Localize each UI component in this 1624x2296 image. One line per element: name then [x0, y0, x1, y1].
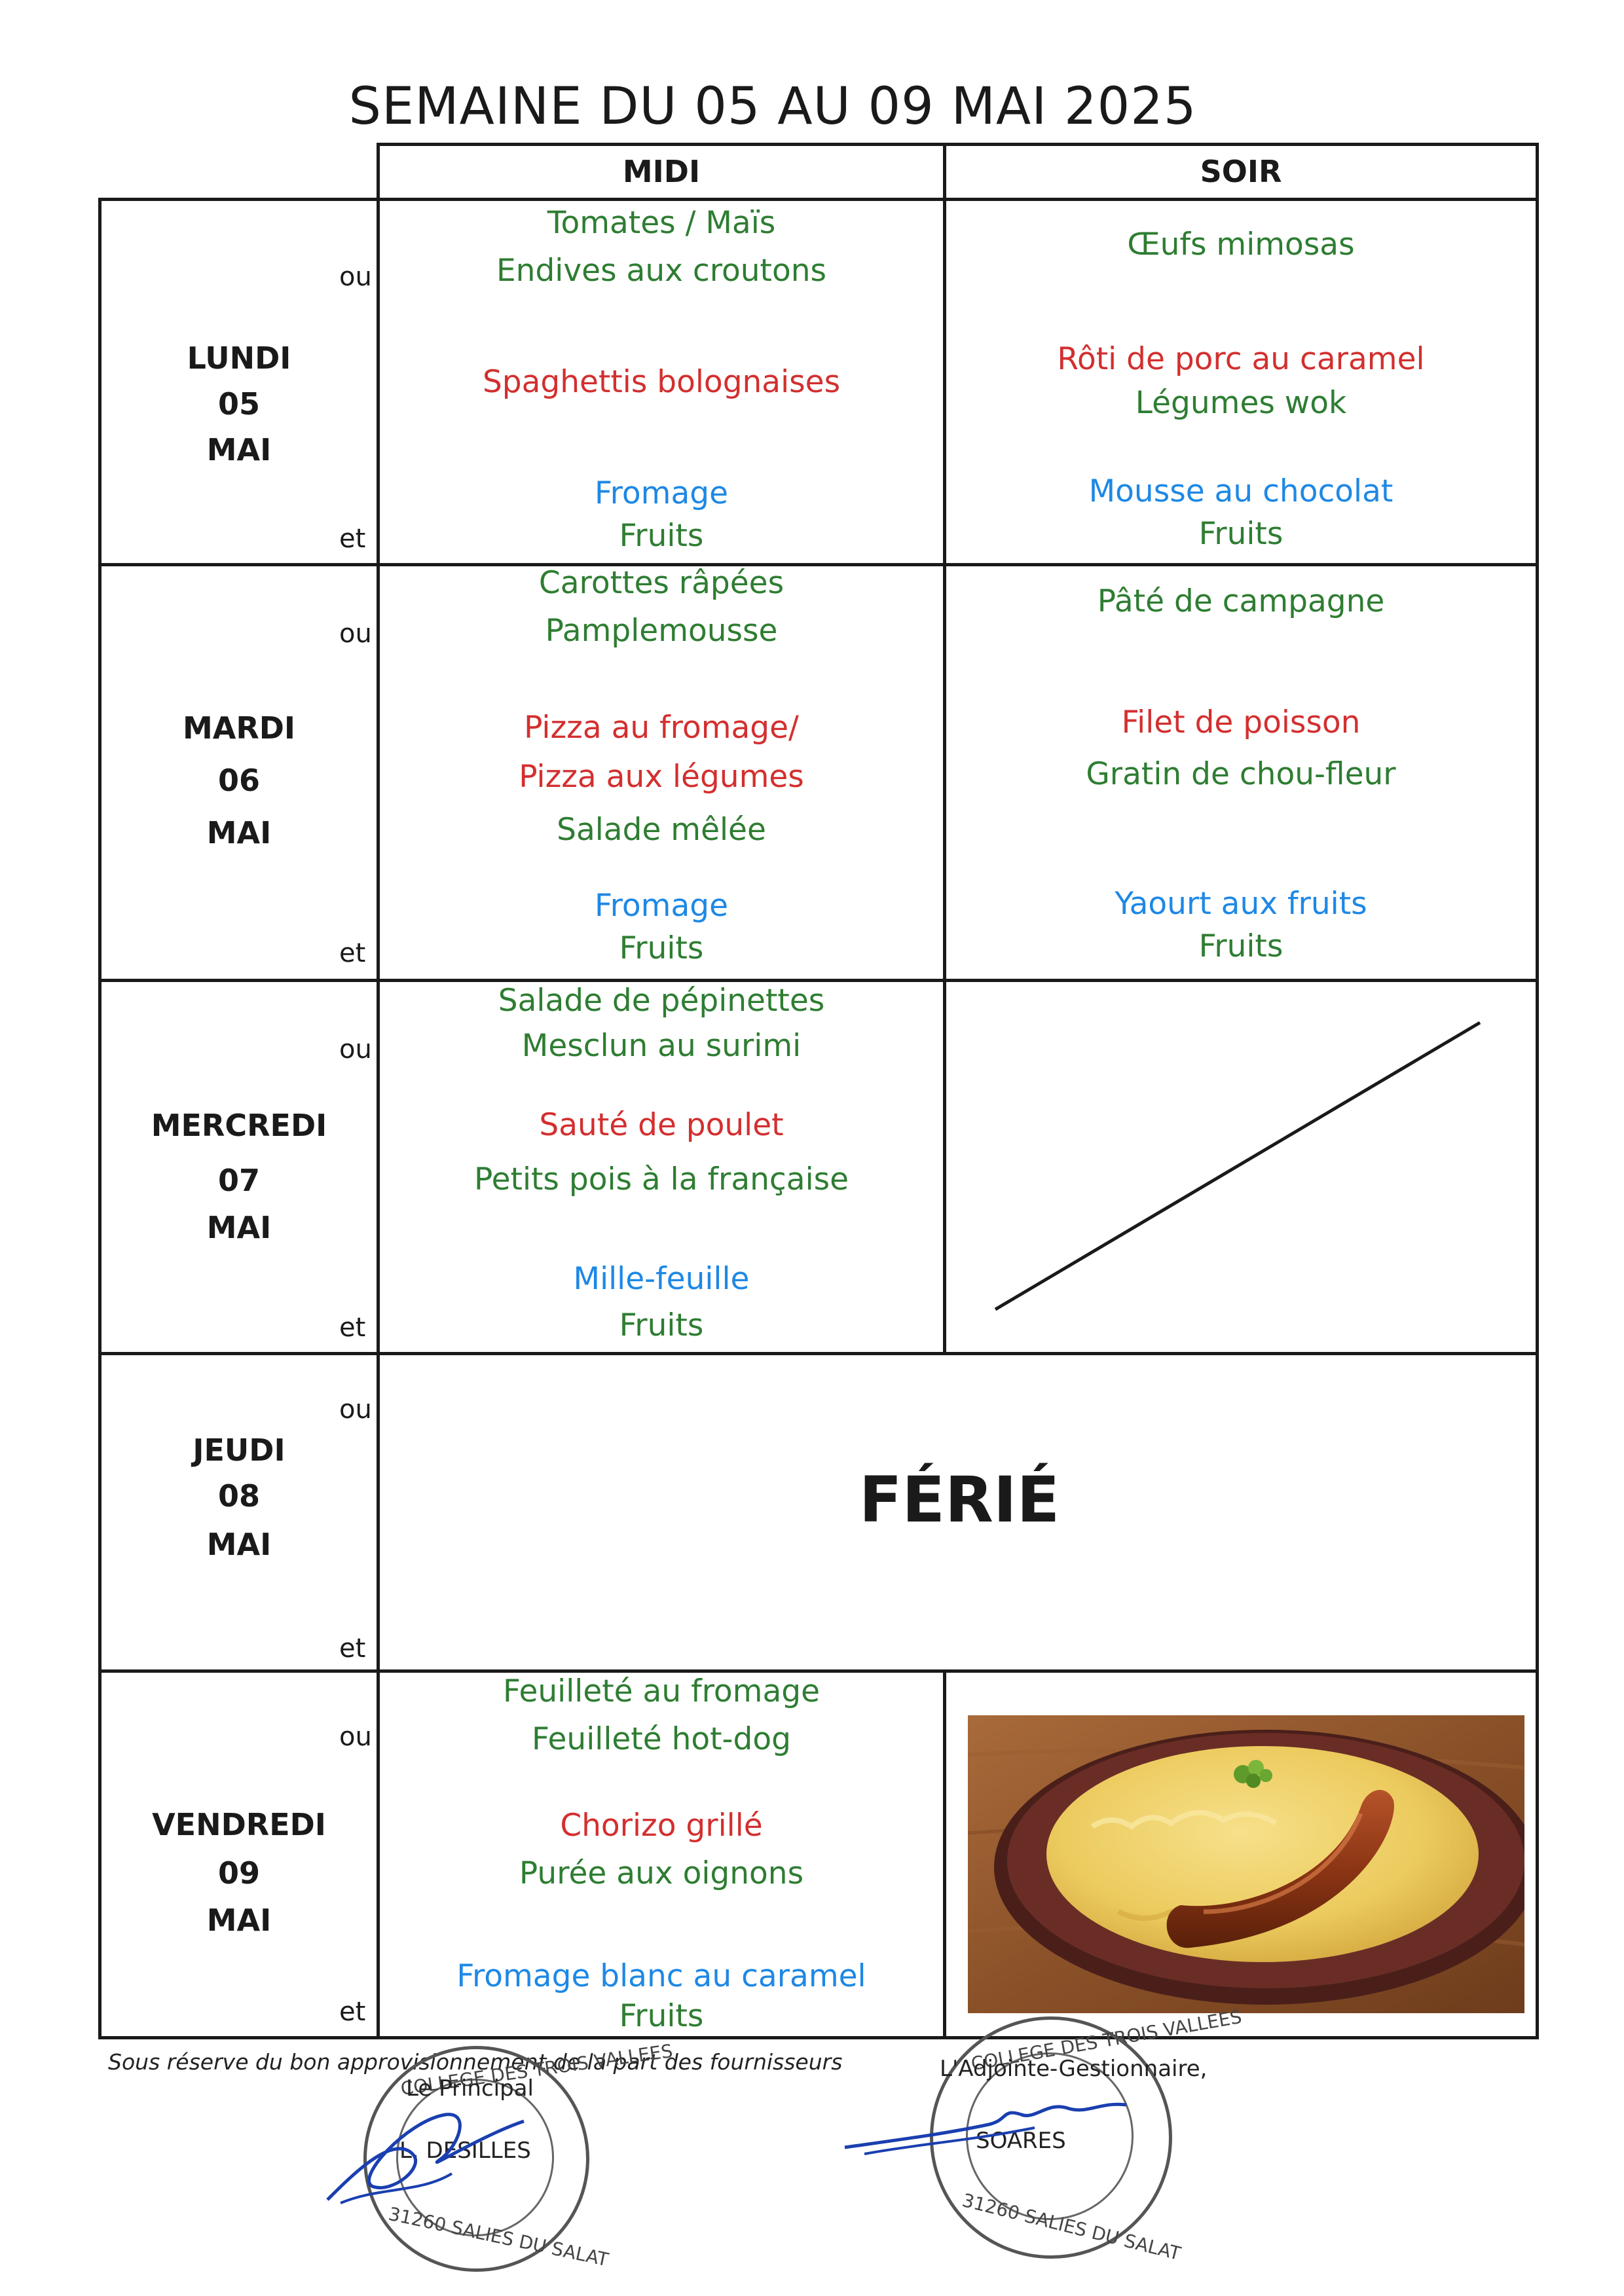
- menu-item: Rôti de porc au caramel: [1057, 341, 1425, 377]
- day-name: MARDI: [182, 710, 296, 746]
- conjunction-ou: ou: [339, 1394, 372, 1425]
- conjunction-ou: ou: [339, 262, 372, 292]
- menu-item: Salade de pépinettes: [498, 983, 825, 1019]
- menu-item: Fromage blanc au caramel: [456, 1958, 866, 1994]
- day-label-jeudi: JEUDI 08 MAI: [98, 1432, 380, 1562]
- day-name: VENDREDI: [152, 1807, 326, 1842]
- menu-item: Sauté de poulet: [539, 1107, 784, 1143]
- day-label-lundi: LUNDI 05 MAI: [98, 340, 380, 467]
- vendredi-midi-plats: Chorizo grillé Purée aux oignons: [380, 1807, 943, 1893]
- menu-item: Tomates / Maïs: [547, 205, 776, 241]
- day-name: LUNDI: [187, 340, 291, 376]
- menu-item: Salade mêlée: [557, 811, 766, 848]
- day-number: 06: [217, 763, 260, 798]
- menu-item: Chorizo grillé: [560, 1808, 763, 1844]
- menu-item: Fruits: [1198, 515, 1283, 552]
- school-stamp-right: [930, 2016, 1172, 2259]
- day-month: MAI: [206, 1210, 272, 1245]
- day-number: 07: [217, 1163, 260, 1198]
- day-label-mardi: MARDI 06 MAI: [98, 710, 380, 850]
- menu-item: Yaourt aux fruits: [1115, 886, 1367, 922]
- menu-item: Pizza au fromage/: [524, 710, 799, 746]
- mercredi-midi-entrees: Salade de pépinettes Mesclun au surimi: [380, 982, 943, 1066]
- conjunction-ou: ou: [339, 619, 372, 649]
- vendredi-midi-desserts: Fromage blanc au caramel Fruits: [380, 1958, 943, 2036]
- day-name: MERCREDI: [151, 1108, 327, 1143]
- mercredi-midi-desserts: Mille-feuille Fruits: [380, 1260, 943, 1345]
- menu-item: Petits pois à la française: [473, 1161, 849, 1197]
- menu-item: Filet de poisson: [1121, 704, 1361, 740]
- handwritten-signature-left: [326, 2113, 525, 2204]
- lundi-midi-plats: Spaghettis bolognaises: [380, 363, 943, 402]
- signatory-name: SOARES: [976, 2128, 1066, 2154]
- conjunction-et: et: [339, 1997, 366, 2027]
- day-name: JEUDI: [193, 1432, 286, 1468]
- mercredi-midi-plats: Sauté de poulet Petits pois à la françai…: [380, 1106, 943, 1199]
- mardi-soir-entrees: Pâté de campagne: [946, 583, 1536, 621]
- handwritten-signature-right: [844, 2102, 1127, 2155]
- signatory-role: L'Adjointe-Gestionnaire,: [940, 2056, 1208, 2082]
- signatory-role: Le Principal: [406, 2075, 534, 2102]
- holiday-label: FÉRIÉ: [858, 1463, 1060, 1537]
- conjunction-et: et: [339, 1313, 366, 1343]
- school-stamp-left: [363, 2046, 589, 2272]
- menu-item: Mousse au chocolat: [1088, 473, 1393, 509]
- lundi-midi-entrees: Tomates / Maïs Endives aux croutons: [380, 204, 943, 291]
- menu-item: Œufs mimosas: [1127, 227, 1355, 263]
- day-month: MAI: [206, 432, 272, 467]
- menu-item: Purée aux oignons: [519, 1855, 804, 1891]
- mardi-soir-desserts: Yaourt aux fruits Fruits: [946, 885, 1536, 966]
- stamp-inner-ring: [966, 2052, 1134, 2220]
- menu-item: Gratin de chou-fleur: [1086, 756, 1396, 792]
- day-number: 08: [217, 1478, 260, 1514]
- conjunction-ou: ou: [339, 1034, 372, 1065]
- day-number: 05: [217, 386, 260, 422]
- column-header-midi: MIDI: [622, 154, 701, 189]
- lundi-midi-desserts: Fromage Fruits: [380, 475, 943, 556]
- day-label-vendredi: VENDREDI 09 MAI: [98, 1807, 380, 1938]
- menu-item: Feuilleté au fromage: [503, 1673, 820, 1709]
- menu-item: Pâté de campagne: [1097, 583, 1385, 619]
- menu-item: Feuilleté hot-dog: [532, 1721, 791, 1757]
- menu-item: Mille-feuille: [573, 1261, 750, 1297]
- menu-item: Fruits: [1198, 928, 1283, 964]
- day-month: MAI: [206, 1903, 272, 1938]
- mardi-midi-entrees: Carottes râpées Pamplemousse: [380, 564, 943, 651]
- menu-item: Légumes wok: [1135, 384, 1347, 421]
- conjunction-et: et: [339, 938, 366, 968]
- day-number: 09: [217, 1855, 260, 1891]
- menu-item: Fromage: [595, 888, 728, 924]
- menu-item: Endives aux croutons: [496, 252, 826, 289]
- lundi-soir-entrees: Œufs mimosas: [946, 226, 1536, 264]
- signatory-name: L. DESILLES: [399, 2138, 531, 2164]
- day-label-mercredi: MERCREDI 07 MAI: [98, 1108, 380, 1245]
- column-header-soir: SOIR: [1200, 154, 1282, 189]
- conjunction-ou: ou: [339, 1722, 372, 1752]
- day-month: MAI: [206, 1527, 272, 1562]
- page-title: SEMAINE DU 05 AU 09 MAI 2025: [348, 77, 1197, 136]
- menu-item: Fruits: [619, 1307, 704, 1343]
- menu-item: Pizza aux légumes: [519, 758, 804, 795]
- conjunction-et: et: [339, 1633, 366, 1664]
- lundi-soir-plats: Rôti de porc au caramel Légumes wok: [946, 340, 1536, 423]
- conjunction-et: et: [339, 524, 366, 554]
- menu-item: Pamplemousse: [545, 612, 778, 649]
- mercredi-soir-no-service-slash: [994, 1021, 1481, 1311]
- menu-item: Fruits: [619, 1997, 704, 2034]
- vendredi-midi-entrees: Feuilleté au fromage Feuilleté hot-dog: [380, 1673, 943, 1759]
- stamp-inner-ring: [396, 2079, 554, 2236]
- day-month: MAI: [206, 815, 272, 850]
- menu-item: Mesclun au surimi: [521, 1027, 802, 1064]
- menu-item: Spaghettis bolognaises: [482, 364, 841, 400]
- menu-item: Fruits: [619, 517, 704, 554]
- menu-item: Fruits: [619, 930, 704, 966]
- menu-item: Fromage: [595, 475, 728, 511]
- sausage-puree-photo: [968, 1715, 1524, 2013]
- menu-item: Carottes râpées: [538, 565, 784, 601]
- mardi-midi-desserts: Fromage Fruits: [380, 887, 943, 968]
- mardi-soir-plats: Filet de poisson Gratin de chou-fleur: [946, 704, 1536, 794]
- lundi-soir-desserts: Mousse au chocolat Fruits: [946, 473, 1536, 554]
- mardi-midi-plats: Pizza au fromage/ Pizza aux légumes Sala…: [380, 709, 943, 849]
